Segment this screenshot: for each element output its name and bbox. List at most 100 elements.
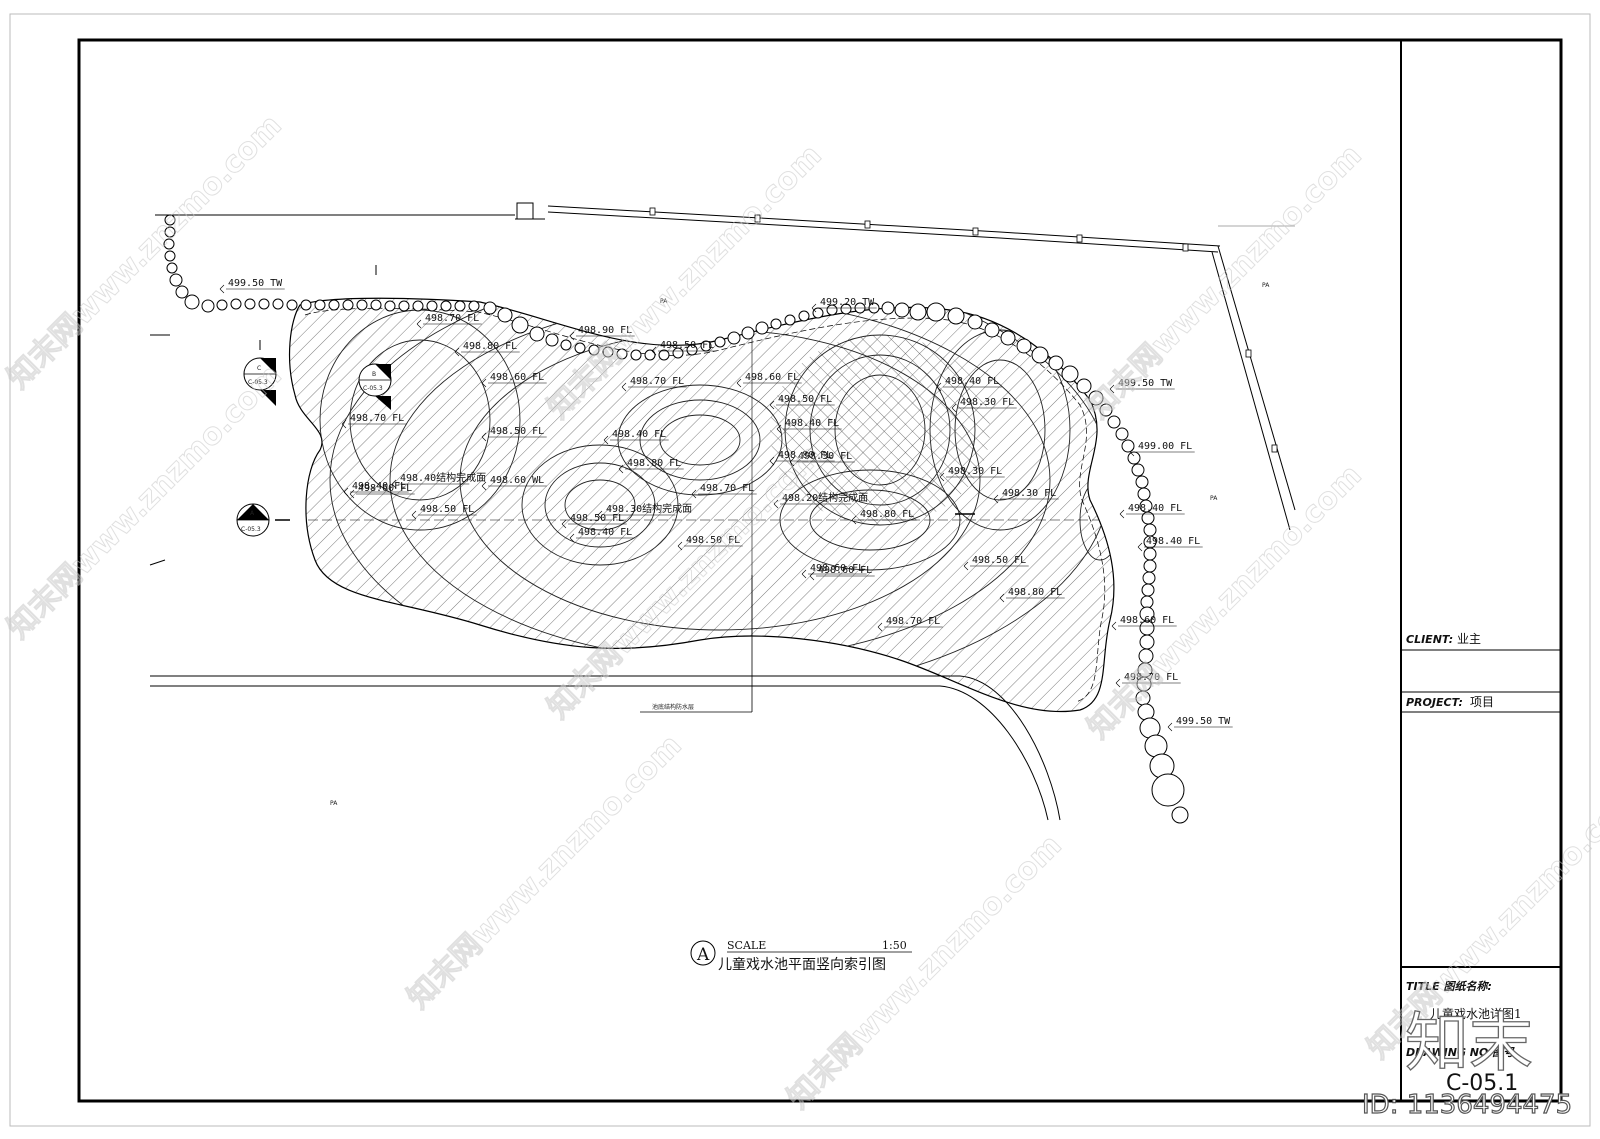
- elevation-marker: [561, 519, 567, 529]
- boulder: [727, 331, 741, 345]
- boulder: [1143, 547, 1157, 561]
- elevation-marker: [411, 510, 417, 520]
- boulder: [169, 273, 183, 287]
- boulder: [314, 299, 326, 311]
- drawing-no-label: DRAWING NO.图号: [1406, 1046, 1515, 1059]
- elevation-label: 498.70 FL: [700, 483, 754, 494]
- boulder: [672, 347, 684, 359]
- elevation-label: 498.40 FL: [945, 376, 999, 387]
- elevation-marker: [811, 303, 817, 313]
- wall-posts: [649, 207, 1278, 453]
- boulder: [1137, 487, 1151, 501]
- elevation-marker: [618, 464, 624, 474]
- brand-watermark: 知末: [1405, 1007, 1533, 1081]
- elevation-marker: [621, 382, 627, 392]
- boulder: [440, 300, 452, 312]
- elevation-marker: [999, 593, 1005, 603]
- elevation-marker: [776, 424, 782, 434]
- section-ref-c: C-05.3: [248, 379, 268, 386]
- boulder: [840, 303, 852, 315]
- boulder: [588, 344, 600, 356]
- boulder: [1171, 806, 1189, 824]
- boulder: [342, 299, 354, 311]
- elevation-label: 498.60 FL: [818, 565, 872, 576]
- elevation-label: 498.40 FL: [1128, 503, 1182, 514]
- area-tag: PA: [1262, 282, 1270, 289]
- boulder: [175, 285, 189, 299]
- boulder: [483, 301, 497, 315]
- elevation-label: 498.50 FL: [490, 426, 544, 437]
- boulder-edge: [163, 214, 1189, 824]
- elevation-label: 498.60 FL: [810, 563, 864, 574]
- elevation-marker: [343, 487, 349, 497]
- elevation-label: 498.40 FL: [612, 429, 666, 440]
- boulder: [1140, 595, 1154, 609]
- boulder: [356, 299, 368, 311]
- boulder: [328, 299, 340, 311]
- boulder: [384, 300, 396, 312]
- boulder: [1048, 355, 1064, 371]
- elevation-label: 498.70 FL: [1124, 672, 1178, 683]
- elevation-label: 498.50 FL: [660, 340, 714, 351]
- elevation-label: 498.90 FL: [578, 325, 632, 336]
- elevation-label: 498.40 FL: [352, 481, 406, 492]
- boulder: [1143, 559, 1157, 573]
- area-tag: PA: [1210, 495, 1218, 502]
- elevation-label: 498.70 FL: [425, 313, 479, 324]
- svg-text:知末网www.znzmo.com: 知末网www.znzmo.com: [1081, 138, 1369, 426]
- elevation-label: 498.50 FL: [686, 535, 740, 546]
- boulder: [1099, 403, 1113, 417]
- elevation-marker: [951, 403, 957, 413]
- svg-text:池底结构防水层: 池底结构防水层: [652, 703, 694, 711]
- elevation-marker: [769, 400, 775, 410]
- elevation-label: 499.50 TW: [228, 278, 283, 289]
- elevation-marker: [349, 489, 355, 499]
- boulder: [184, 294, 200, 310]
- boulder: [412, 300, 424, 312]
- boulder: [258, 298, 270, 310]
- elevation-marker: [691, 489, 697, 499]
- elevation-marker: [219, 284, 225, 294]
- boulder: [770, 318, 782, 330]
- elevation-marker: [736, 378, 742, 388]
- boulder: [947, 307, 965, 325]
- boulder: [286, 299, 298, 311]
- caption-scale-label: SCALE: [727, 939, 766, 952]
- boulder: [686, 344, 698, 356]
- elevation-marker: [1115, 678, 1121, 688]
- svg-text:知末网www.znzmo.com: 知末网www.znzmo.com: [1, 108, 289, 396]
- boulder: [1151, 773, 1185, 807]
- boulder: [658, 349, 670, 361]
- boulder: [370, 299, 382, 311]
- boulder: [426, 300, 438, 312]
- elevation-marker: [939, 472, 945, 482]
- svg-text:知末网www.znzmo.com: 知末网www.znzmo.com: [1, 358, 289, 646]
- boulder: [300, 299, 312, 311]
- boulder: [1143, 523, 1157, 537]
- boulder: [755, 321, 769, 335]
- elevation-marker: [481, 378, 487, 388]
- boulder: [1142, 571, 1156, 585]
- section-letter-c: C: [257, 365, 261, 372]
- boulder: [398, 300, 410, 312]
- elevation-label: 498.50 FL: [972, 555, 1026, 566]
- boulder: [984, 322, 1000, 338]
- elevation-label: 498.60 WL: [490, 475, 544, 486]
- structure-note: 池底结构防水层: [640, 575, 753, 713]
- elevation-marker: [936, 382, 942, 392]
- elevation-marker: [1167, 722, 1173, 732]
- boulder: [164, 250, 176, 262]
- area-tag: PA: [330, 800, 338, 807]
- boulder: [1031, 346, 1049, 364]
- elevation-marker: [391, 479, 397, 489]
- boulder: [454, 300, 466, 312]
- boulder: [1000, 330, 1016, 346]
- elevation-label: 498.30结构完成面: [606, 502, 692, 515]
- elevation-marker: [677, 541, 683, 551]
- boulder: [630, 349, 642, 361]
- title-value: 儿童戏水池详图1: [1430, 1006, 1522, 1021]
- section-ref-b: C-05.3: [363, 385, 383, 392]
- elevation-marker: [789, 457, 795, 467]
- boulder: [1115, 427, 1129, 441]
